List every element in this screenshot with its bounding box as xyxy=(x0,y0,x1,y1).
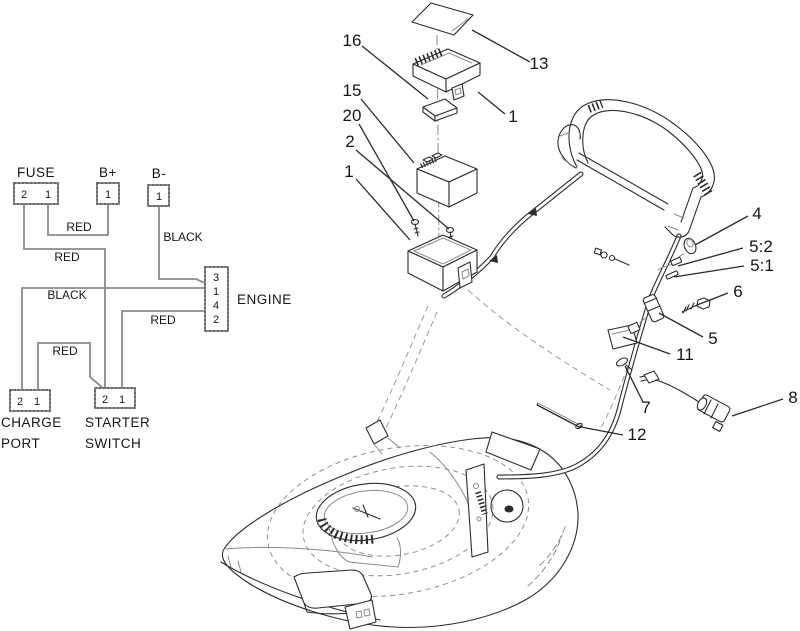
wire-engine-to-starter xyxy=(121,310,205,388)
leader-5 xyxy=(658,312,704,338)
fastener-washers xyxy=(593,247,630,266)
starter-switch-label-line1: STARTER xyxy=(85,415,150,430)
part-8-charge-port xyxy=(639,370,731,432)
charge-port-label-line2: PORT xyxy=(1,436,40,451)
leader-8 xyxy=(731,398,784,417)
callout-5: 5 xyxy=(708,329,717,348)
fuse-component: FUSE 2 1 xyxy=(13,165,59,205)
callout-7: 7 xyxy=(641,398,650,417)
wire-label-red-chargeport-starter: RED xyxy=(52,344,78,358)
fuse-pin-1: 1 xyxy=(45,189,51,201)
part-7-cable-tie xyxy=(615,357,633,371)
deck-engine-opening xyxy=(315,482,417,568)
starter-switch-component: 2 1 STARTER SWITCH xyxy=(85,387,150,451)
leader-11 xyxy=(622,336,671,355)
leader-13 xyxy=(471,29,531,63)
leader-15 xyxy=(360,98,415,164)
mower-deck xyxy=(220,437,579,630)
charge-port-component: 2 1 CHARGE PORT xyxy=(1,389,62,451)
b-plus-label: B+ xyxy=(99,165,117,180)
b-minus-pin-1: 1 xyxy=(156,191,162,203)
part-12-rod xyxy=(536,402,583,430)
part-5-2-spacer xyxy=(670,256,683,267)
leader-7 xyxy=(624,365,644,403)
wire-chargeport-to-starter xyxy=(37,342,104,390)
part-5-1-pin xyxy=(665,270,679,280)
starter-switch-label-line2: SWITCH xyxy=(85,436,141,451)
callout-5-1: 5:1 xyxy=(750,256,774,275)
engine-pin-4: 4 xyxy=(213,300,219,312)
leader-16 xyxy=(361,45,429,100)
leader-5-1 xyxy=(673,265,745,278)
starter-switch-pin-1: 1 xyxy=(119,394,125,406)
wire-label-red-fuse-starter: RED xyxy=(54,250,80,264)
callout-11: 11 xyxy=(676,345,694,364)
upper-handle xyxy=(557,99,715,238)
wire-chargeport-to-engine xyxy=(21,287,205,390)
engine-label: ENGINE xyxy=(237,292,292,307)
leader-1-cover xyxy=(477,91,506,115)
wire-label-black-chargeport: BLACK xyxy=(47,288,86,302)
leader-4 xyxy=(694,215,749,246)
part-16-pad xyxy=(422,98,458,122)
wire-label-red-engine-starter: RED xyxy=(150,313,176,327)
charge-port-label-line1: CHARGE xyxy=(1,415,62,430)
callout-8: 8 xyxy=(788,388,797,407)
leader-lines xyxy=(355,29,784,436)
engine-pin-1: 1 xyxy=(213,286,219,298)
b-plus-pin-1: 1 xyxy=(105,189,111,201)
callout-1-tray: 1 xyxy=(344,162,353,181)
charge-port-pin-1: 1 xyxy=(34,396,40,408)
callout-5-2: 5:2 xyxy=(749,237,773,256)
part-13-lid xyxy=(411,2,474,36)
callout-2: 2 xyxy=(345,132,354,151)
engine-pin-3: 3 xyxy=(213,272,219,284)
leader-5-2 xyxy=(677,247,744,267)
fuse-pin-2: 2 xyxy=(21,189,27,201)
b-plus-component: B+ 1 xyxy=(96,165,120,205)
wire-fuse-to-bplus xyxy=(47,204,109,236)
b-minus-component: B- 1 xyxy=(147,166,170,207)
callout-labels: 16 15 20 2 1 13 1 4 5:2 5:1 6 5 11 7 12 … xyxy=(343,31,798,444)
wire-fuse-to-starter xyxy=(23,204,106,388)
leader-1-tray xyxy=(355,178,411,241)
callout-15: 15 xyxy=(343,81,362,100)
starter-switch-pin-2: 2 xyxy=(102,394,108,406)
callout-12: 12 xyxy=(628,425,647,444)
part-20-screw xyxy=(410,218,420,237)
deck-rear-bracket xyxy=(365,419,541,558)
part-1-battery-tray xyxy=(407,234,478,292)
leader-12 xyxy=(580,426,624,436)
leader-20 xyxy=(358,123,415,222)
callout-16: 16 xyxy=(343,31,362,50)
leader-2 xyxy=(355,149,450,230)
wire-bminus-to-engine xyxy=(158,206,206,284)
part-1-battery-cover xyxy=(412,48,481,101)
hidden-handle-tube xyxy=(371,305,438,439)
wire-color-labels: RED RED BLACK BLACK RED RED xyxy=(47,220,202,358)
part-6-bolt xyxy=(681,297,711,314)
harness-cable-dashed xyxy=(467,289,611,391)
wire-label-black-bminus: BLACK xyxy=(163,230,202,244)
wiring-schematic: FUSE 2 1 B+ 1 B- 1 3 1 4 2 ENGINE xyxy=(1,165,292,451)
b-minus-label: B- xyxy=(152,166,167,181)
callout-13: 13 xyxy=(530,54,549,73)
leader-6 xyxy=(696,292,729,306)
charge-port-pin-2: 2 xyxy=(17,396,23,408)
part-5-connector xyxy=(627,294,665,334)
engine-component: 3 1 4 2 ENGINE xyxy=(204,266,292,332)
fuse-label: FUSE xyxy=(17,165,55,180)
callout-4: 4 xyxy=(752,204,761,223)
deck-front-plate xyxy=(293,569,377,630)
right-handle-tube xyxy=(496,233,682,480)
part-15-battery xyxy=(416,152,478,208)
callout-6: 6 xyxy=(733,282,742,301)
callout-20: 20 xyxy=(343,106,362,125)
callout-1-cover: 1 xyxy=(508,107,517,126)
wire-label-red-fuse-bplus: RED xyxy=(66,220,92,234)
engine-pin-2: 2 xyxy=(213,314,219,326)
